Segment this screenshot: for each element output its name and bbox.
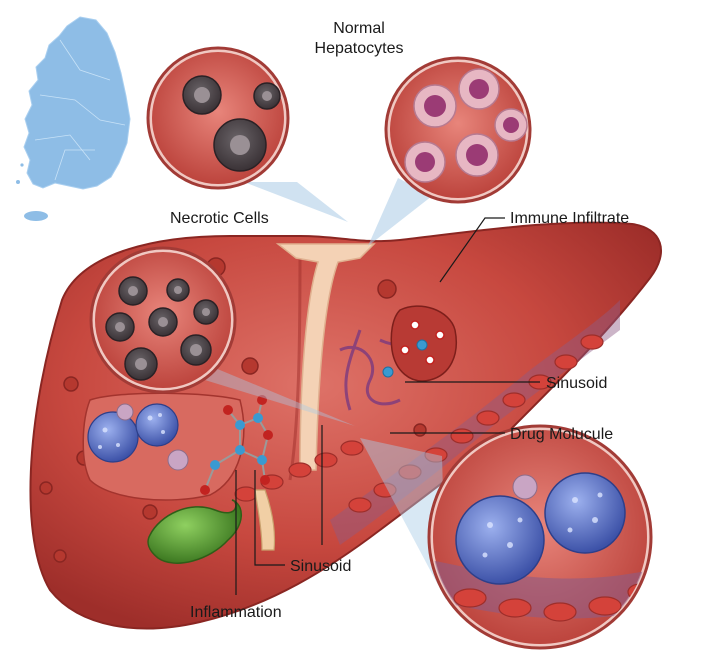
hepatocyte-icon xyxy=(494,108,528,142)
normal-hepatocytes-label-line2: Hepatocytes xyxy=(315,40,404,57)
immune-cells-in-liver xyxy=(87,403,189,471)
necrotic-cell-icon xyxy=(213,118,267,172)
drug-molecule-label: Drug Molucule xyxy=(510,426,613,443)
bile-duct xyxy=(254,489,276,551)
inflammation-label: Inflammation xyxy=(190,604,282,621)
necrotic-cells-callout xyxy=(146,46,290,190)
hepatocyte-icon xyxy=(404,141,446,183)
necrotic-cell-icon xyxy=(105,312,135,342)
korea-map-icon xyxy=(16,16,131,221)
necrotic-cell-icon xyxy=(253,82,281,110)
hepatocyte-icon xyxy=(455,133,499,177)
immune-infiltrate-label: Immune Infiltrate xyxy=(510,210,629,227)
sinusoid-right-label: Sinusoid xyxy=(546,375,607,392)
hepatocyte-icon xyxy=(413,84,457,128)
immune-cell-icon xyxy=(455,495,545,585)
leader-sinusoid-bottom-b xyxy=(254,470,285,566)
sinusoid-bottom-label: Sinusoid xyxy=(290,558,351,575)
falciform-ligament xyxy=(275,243,376,471)
hepatocyte-icon xyxy=(458,68,500,110)
normal-hepatocytes-callout xyxy=(384,56,532,204)
leader-immune-infiltrate xyxy=(439,217,505,283)
red-blood-cells xyxy=(234,334,604,513)
immune-zoom-callout xyxy=(427,424,653,650)
leader-lines xyxy=(235,217,540,595)
necrotic-cell-icon xyxy=(118,276,148,306)
necrotic-cell-icon xyxy=(124,347,158,381)
necrotic-cells-label: Necrotic Cells xyxy=(170,210,269,227)
drug-molecule-icon xyxy=(200,395,273,495)
necrotic-cell-icon xyxy=(180,334,212,366)
necrotic-cell-icon xyxy=(182,75,222,115)
necrotic-cell-icon xyxy=(193,299,219,325)
necrotic-cell-icon xyxy=(166,278,190,302)
gallbladder xyxy=(147,499,242,564)
damaged-tissue-cluster xyxy=(382,305,457,382)
necrotic-cell-icon xyxy=(148,307,178,337)
necrotic-zoom-callout xyxy=(89,246,237,394)
immune-cell-icon xyxy=(544,472,626,554)
normal-hepatocytes-label-line1: Normal xyxy=(333,20,385,37)
